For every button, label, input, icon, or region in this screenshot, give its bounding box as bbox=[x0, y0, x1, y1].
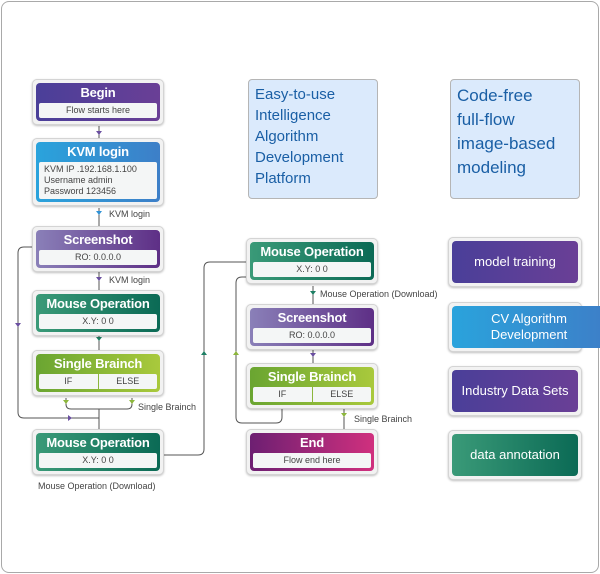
branch-if[interactable]: IF bbox=[278, 389, 287, 399]
edge-label-right-single-branch: Single Brainch bbox=[354, 414, 413, 424]
info-line: Easy-to-use bbox=[255, 86, 336, 103]
kvm-password: Password 123456 bbox=[44, 186, 117, 196]
info-line: Intelligence bbox=[255, 107, 331, 124]
node-body: KVM IP .192.168.1.100 Username admin Pas… bbox=[39, 162, 157, 199]
node-end[interactable]: End Flow end here bbox=[246, 429, 378, 475]
feature-label: CV Algorithm Development bbox=[452, 306, 600, 348]
feature-label: model training bbox=[452, 241, 578, 283]
node-body: X.Y: 0 0 bbox=[39, 314, 157, 329]
node-body: X.Y: 0 0 bbox=[39, 453, 157, 468]
edge-label-kvm-login-2: KVM login bbox=[109, 275, 151, 285]
node-body: RO: 0.0.0.0 bbox=[39, 250, 157, 265]
feature-data-annotation[interactable]: data annotation bbox=[448, 430, 582, 480]
node-right-single-branch[interactable]: Single Brainch IF ELSE bbox=[246, 363, 378, 409]
feature-industry-data-sets[interactable]: Industry Data Sets bbox=[448, 366, 582, 416]
info-line: Code-free bbox=[457, 86, 533, 105]
info-line: Platform bbox=[255, 170, 311, 187]
edge-label-single-branch: Single Brainch bbox=[138, 402, 197, 412]
info-line: modeling bbox=[457, 158, 526, 177]
edge-label-mouse-download: Mouse Operation (Download) bbox=[38, 481, 156, 491]
feature-label: data annotation bbox=[452, 434, 578, 476]
node-title: Screenshot bbox=[277, 310, 347, 325]
feature-model-training[interactable]: model training bbox=[448, 237, 582, 287]
node-title: Mouse Operation bbox=[46, 296, 150, 311]
node-mouse-operation-2[interactable]: Mouse Operation X.Y: 0 0 bbox=[32, 429, 164, 475]
branch-options: IF ELSE bbox=[253, 387, 371, 402]
node-title: Screenshot bbox=[63, 232, 133, 247]
node-mouse-operation[interactable]: Mouse Operation X.Y: 0 0 bbox=[32, 290, 164, 336]
edge-label-kvm-login: KVM login bbox=[109, 209, 151, 219]
info-line: full-flow bbox=[457, 110, 515, 129]
kvm-ip: KVM IP .192.168.1.100 bbox=[44, 164, 137, 174]
node-body: Flow end here bbox=[253, 453, 371, 468]
node-body: RO: 0.0.0.0 bbox=[253, 328, 371, 343]
node-title: KVM login bbox=[67, 144, 129, 159]
node-body: Flow starts here bbox=[39, 103, 157, 118]
node-kvm-login[interactable]: KVM login KVM IP .192.168.1.100 Username… bbox=[32, 138, 164, 206]
feature-cv-algorithm[interactable]: CV Algorithm Development bbox=[448, 302, 600, 352]
branch-if[interactable]: IF bbox=[64, 376, 73, 386]
node-begin[interactable]: Begin Flow starts here bbox=[32, 79, 164, 125]
node-body: X.Y: 0 0 bbox=[253, 262, 371, 277]
branch-else[interactable]: ELSE bbox=[311, 387, 372, 402]
edge-label-right-mouse-download: Mouse Operation (Download) bbox=[320, 289, 438, 299]
node-right-mouse-operation[interactable]: Mouse Operation X.Y: 0 0 bbox=[246, 238, 378, 284]
node-single-branch[interactable]: Single Brainch IF ELSE bbox=[32, 350, 164, 396]
info-line: Development bbox=[255, 149, 344, 166]
feature-label: Industry Data Sets bbox=[452, 370, 578, 412]
node-right-screenshot[interactable]: Screenshot RO: 0.0.0.0 bbox=[246, 304, 378, 350]
node-title: Mouse Operation bbox=[260, 244, 364, 259]
node-title: Single Brainch bbox=[267, 369, 357, 384]
node-title: Mouse Operation bbox=[46, 435, 150, 450]
info-box-platform: Easy-to-use Intelligence Algorithm Devel… bbox=[248, 79, 378, 199]
info-line: Algorithm bbox=[255, 128, 319, 145]
info-line: image-based bbox=[457, 134, 556, 153]
node-title: End bbox=[300, 435, 324, 450]
node-screenshot[interactable]: Screenshot RO: 0.0.0.0 bbox=[32, 226, 164, 272]
kvm-username: Username admin bbox=[44, 175, 113, 185]
info-box-modeling: Code-free full-flow image-based modeling bbox=[450, 79, 580, 199]
node-title: Single Brainch bbox=[53, 356, 143, 371]
branch-options: IF ELSE bbox=[39, 374, 157, 389]
branch-else[interactable]: ELSE bbox=[97, 374, 158, 389]
node-title: Begin bbox=[80, 85, 116, 100]
